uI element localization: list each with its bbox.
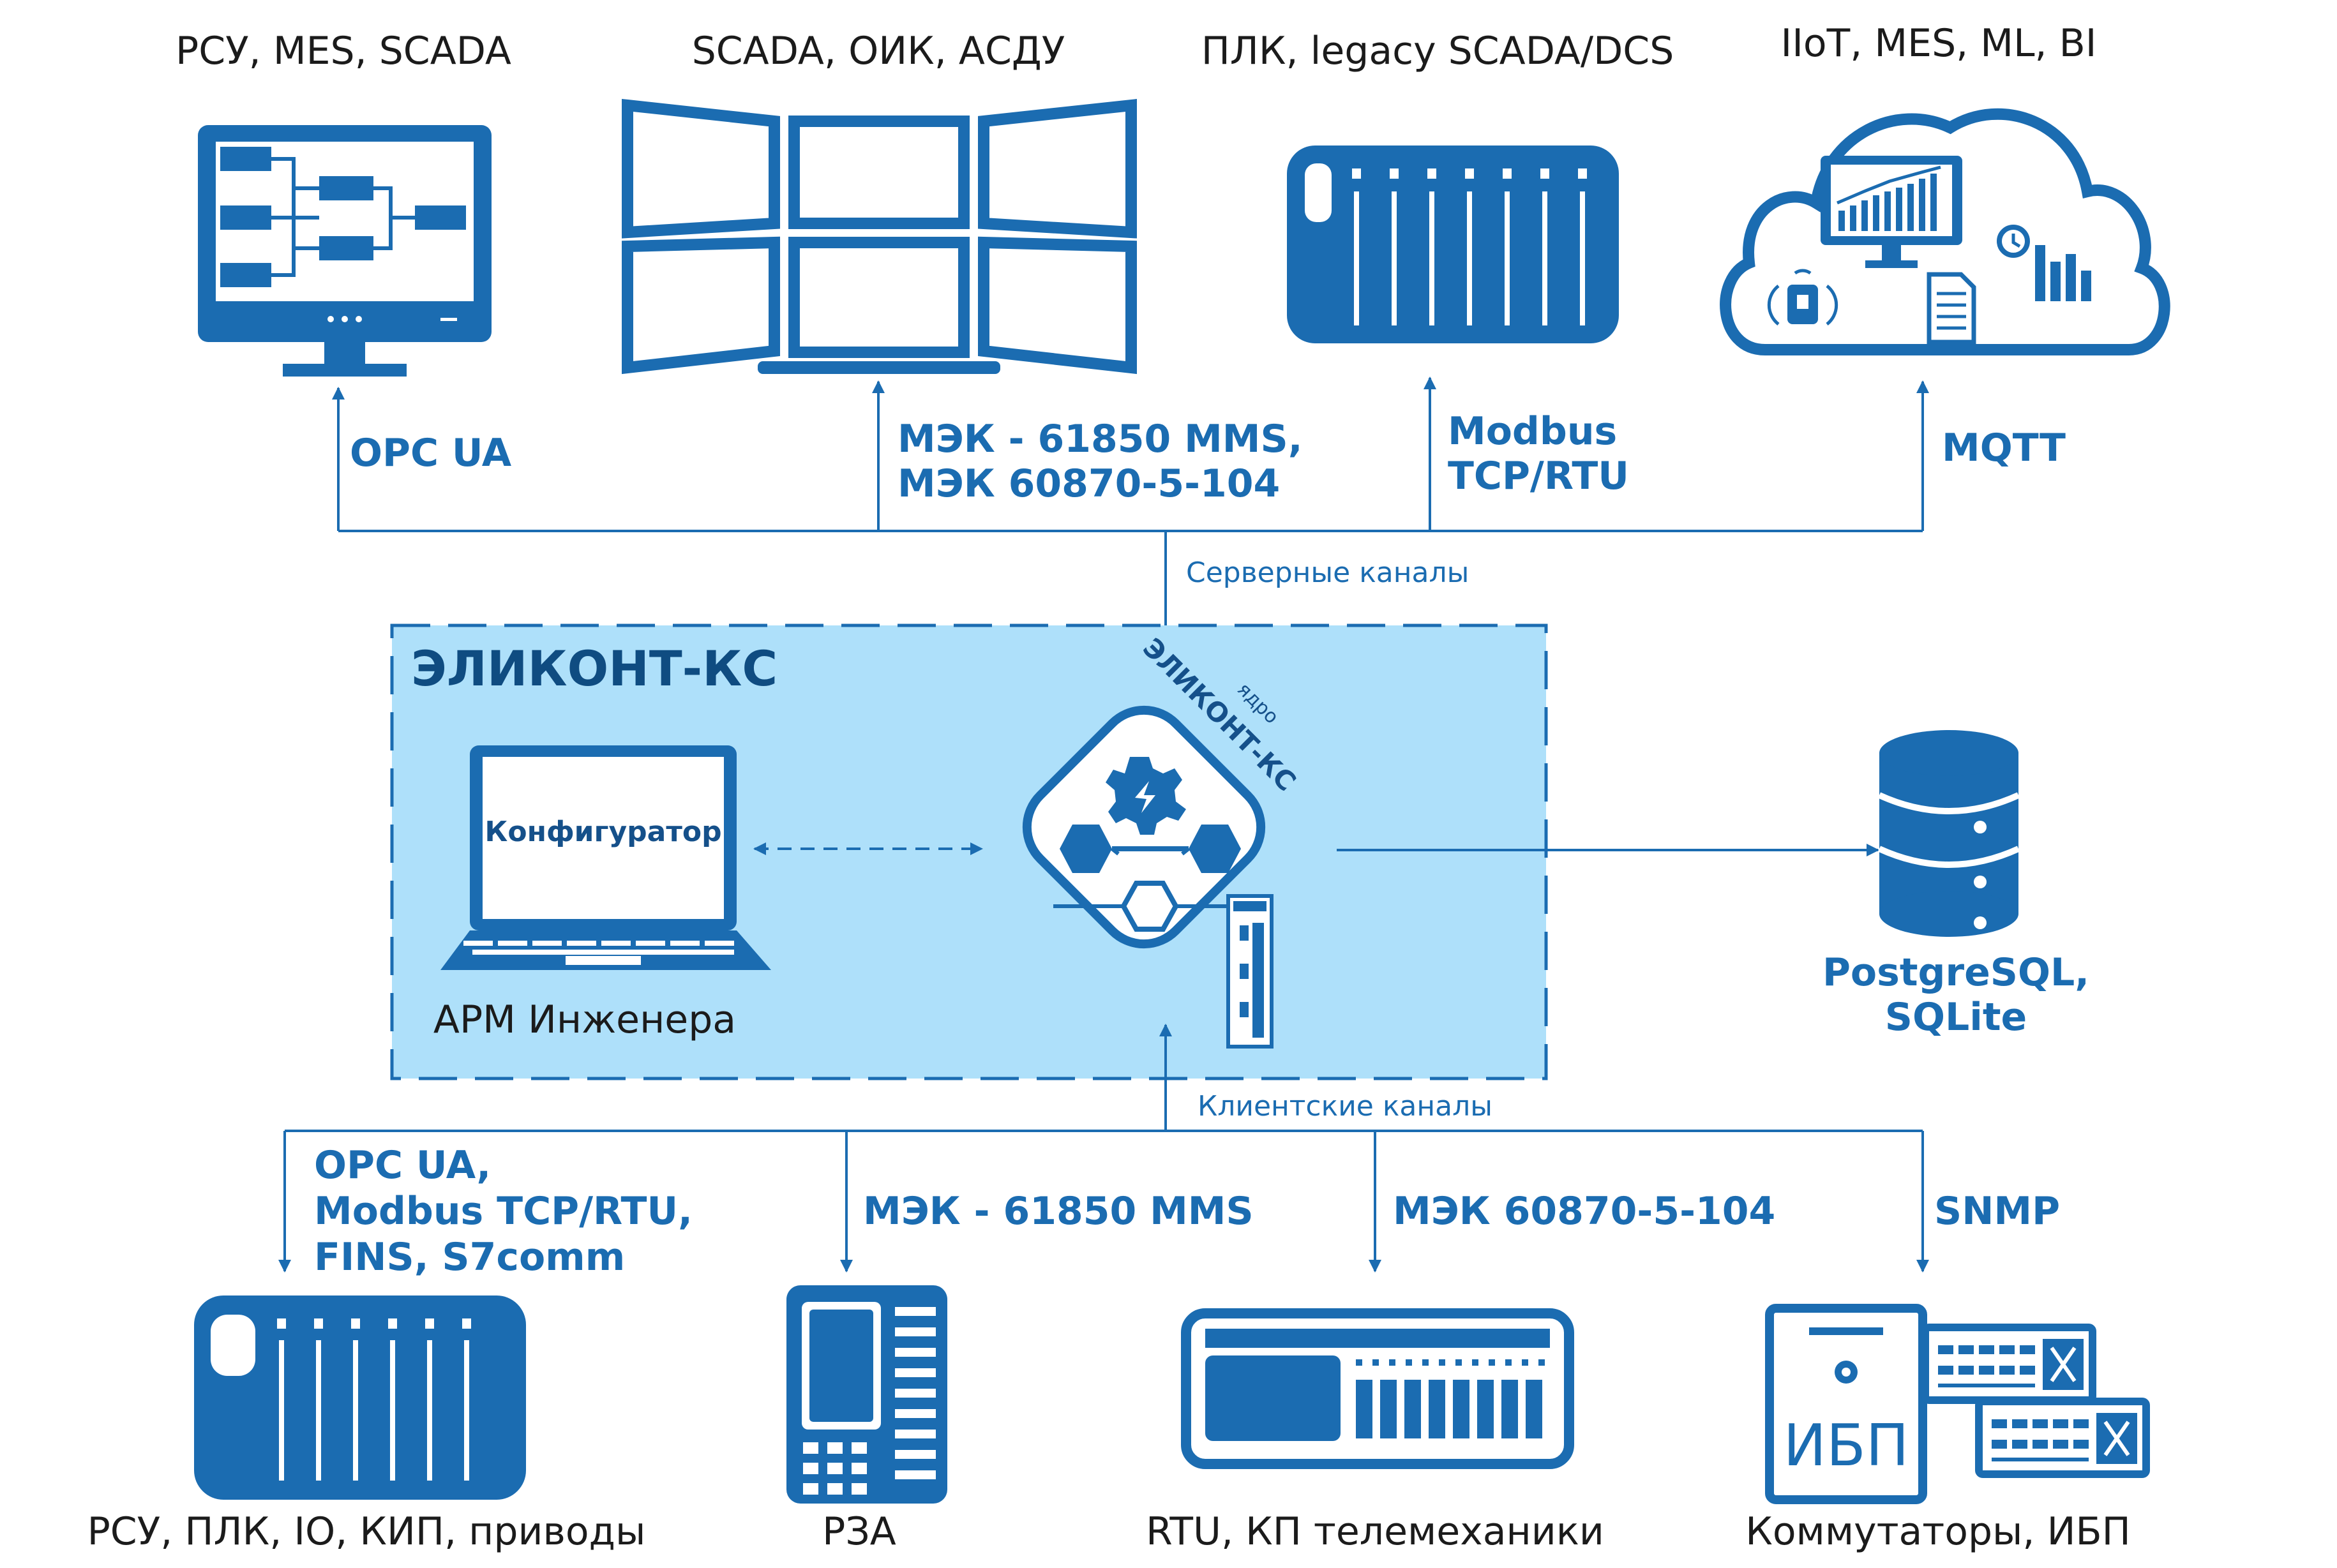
system-title: ЭЛИКОНТ-КС <box>411 640 778 697</box>
configurator-label: Конфигуратор <box>485 816 721 848</box>
top-device-3-label: ПЛК, legacy SCADA/DCS <box>1201 29 1674 73</box>
bottom-protocol-1a: OPC UA, <box>314 1143 491 1188</box>
bottom-device-2-label: РЗА <box>822 1509 896 1554</box>
laptop-icon <box>440 745 771 970</box>
ups-label: ИБП <box>1784 1412 1909 1479</box>
rtu-icon <box>1181 1308 1574 1469</box>
bottom-device-1-label: РСУ, ПЛК, IO, КИП, приводы <box>87 1509 646 1554</box>
monitor-icon <box>198 125 492 377</box>
top-protocol-2a: МЭК - 61850 MMS, <box>898 417 1303 461</box>
bottom-device-4-label: Коммутаторы, ИБП <box>1745 1509 2131 1554</box>
top-protocol-3b: TCP/RTU <box>1448 454 1629 498</box>
client-bus <box>278 1024 1929 1273</box>
top-protocol-4: MQTT <box>1942 426 2066 470</box>
database-label-1: PostgreSQL, <box>1822 950 2089 995</box>
server-channels-label: Серверные каналы <box>1186 556 1469 589</box>
top-device-1-label: РСУ, MES, SCADA <box>176 29 511 73</box>
server-bus <box>332 377 1929 678</box>
relay-protection-icon <box>786 1285 947 1504</box>
bottom-protocol-1b: Modbus TCP/RTU, <box>314 1189 693 1234</box>
ups-switch-icon: ИБП <box>1765 1304 2150 1504</box>
core-hexagon-icon <box>1022 705 1274 1049</box>
bottom-device-3-label: RTU, КП телемеханики <box>1146 1509 1604 1554</box>
plc-rack-bottom-icon <box>194 1295 526 1500</box>
database-label-2: SQLite <box>1885 995 2027 1040</box>
top-device-4-label: IIoT, MES, ML, BI <box>1781 21 2097 66</box>
client-channels-label: Клиентские каналы <box>1198 1090 1492 1123</box>
top-protocol-3a: Modbus <box>1448 409 1617 454</box>
cloud-icon <box>1720 108 2170 355</box>
bottom-protocol-1c: FINS, S7comm <box>314 1235 625 1280</box>
video-wall-icon <box>622 98 1137 375</box>
plc-rack-icon <box>1287 146 1619 343</box>
workstation-label: АРМ Инженера <box>433 997 736 1042</box>
top-device-2-label: SCADA, ОИК, АСДУ <box>692 29 1065 73</box>
bottom-protocol-2: МЭК - 61850 MMS <box>863 1189 1254 1234</box>
top-protocol-2b: МЭК 60870-5-104 <box>898 461 1280 506</box>
database-icon <box>1877 730 2020 937</box>
bottom-protocol-4: SNMP <box>1934 1189 2060 1234</box>
video-wall-stand <box>758 361 1000 374</box>
bottom-protocol-3: МЭК 60870-5-104 <box>1393 1189 1775 1234</box>
top-protocol-1: OPC UA <box>350 431 512 475</box>
